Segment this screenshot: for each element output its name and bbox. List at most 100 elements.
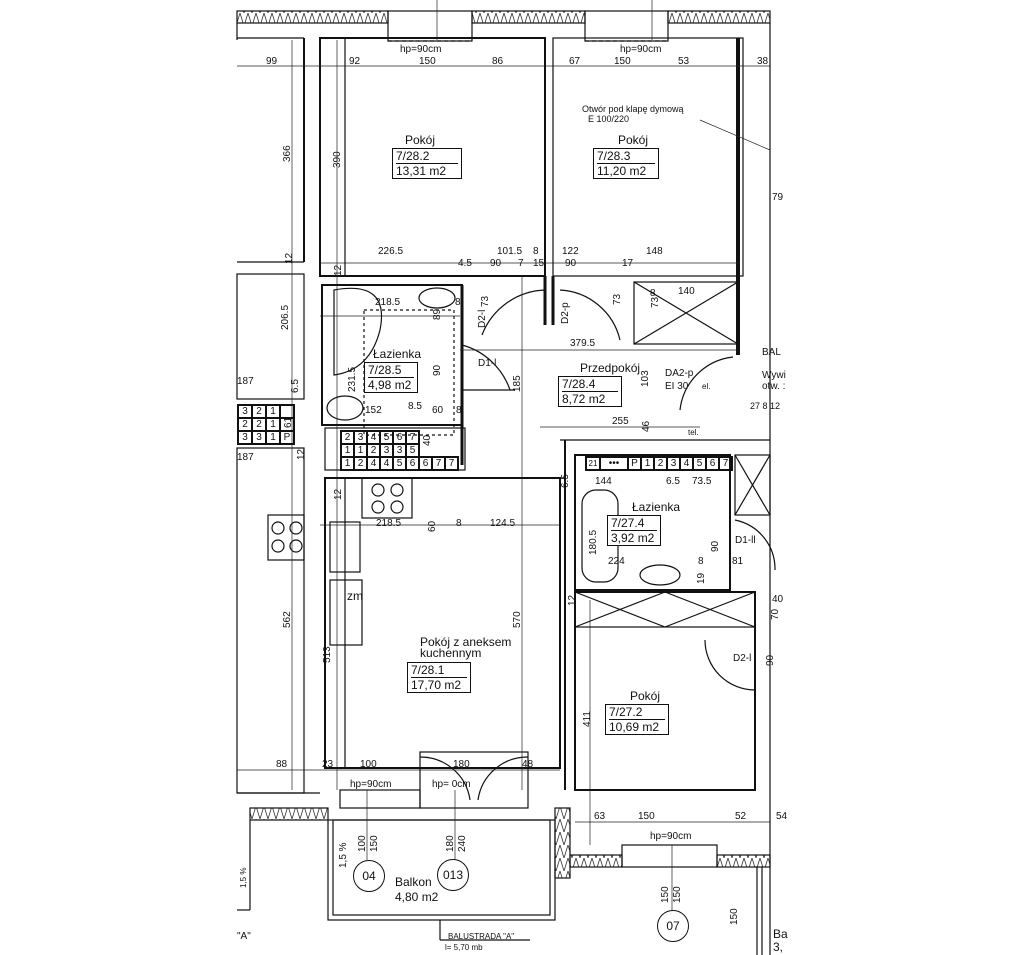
room-name: Łazienka — [632, 500, 681, 514]
dimension: 152 — [365, 405, 382, 416]
dimension: 90 — [565, 258, 577, 269]
door-label: D2-l — [733, 653, 752, 664]
dimension: 90 — [710, 540, 721, 552]
door-label: D2-p — [560, 302, 571, 324]
panel-cell: 6 — [419, 457, 432, 470]
room-name: Pokój — [618, 133, 649, 147]
dimension: 89 — [432, 308, 443, 320]
note: BAL — [762, 347, 781, 358]
dimension: 60 — [432, 405, 444, 416]
room-number: 7/28.1 — [411, 663, 445, 677]
window-bottom — [621, 844, 718, 868]
slope-label: 1,5 % — [338, 842, 349, 868]
dimension: 4.5 — [458, 258, 472, 269]
dimension: 54 — [776, 811, 788, 822]
room-name: Balkon — [395, 875, 432, 889]
dimension: 366 — [282, 145, 293, 162]
panel-cell: 3 — [354, 431, 367, 444]
panel-cell: 5 — [380, 431, 393, 444]
dimension: 60 — [427, 520, 438, 532]
room-area: 3,92 m2 — [611, 530, 657, 545]
room-number: 7/28.4 — [562, 377, 596, 391]
note: Wywi — [762, 370, 786, 381]
dimension: 187 — [237, 376, 254, 387]
dimension: 12 — [567, 594, 578, 606]
panel-cell: 3 — [238, 431, 252, 444]
dimension: 40 — [422, 434, 433, 446]
panel-cell: 6 — [393, 431, 406, 444]
dimension: 150 — [638, 811, 655, 822]
room-area: 11,20 m2 — [597, 163, 655, 178]
dimension: 224 — [608, 556, 625, 567]
dimension: 103 — [640, 370, 651, 387]
note: EI 30 — [665, 381, 689, 392]
window-label: hp=90cm — [350, 779, 392, 790]
dimension: 570 — [512, 611, 523, 628]
dimension: 40 — [772, 594, 784, 605]
dimension: 73 — [612, 293, 623, 305]
dimension: 150 — [614, 56, 631, 67]
dimension: 187 — [237, 452, 254, 463]
panel-cell: 1 — [266, 431, 280, 444]
dimension: 226.5 — [378, 246, 404, 257]
panel-cell: 4 — [367, 457, 380, 470]
note: Otwór pod klapę dymową — [582, 104, 684, 114]
room-name: Pokój — [405, 133, 436, 147]
dimension: 12 — [296, 448, 307, 460]
dimension: 52 — [735, 811, 747, 822]
note: el. — [702, 382, 711, 391]
dimension: 88 — [276, 759, 288, 770]
dimension: 8 — [698, 556, 704, 567]
panel-cell: 2 — [654, 457, 667, 470]
panel-cell: 4 — [367, 431, 380, 444]
door-label: D1-l — [478, 358, 497, 369]
room-name: Łazienka — [373, 347, 422, 361]
panel-cell: 7 — [406, 431, 419, 444]
dimension: 63 — [594, 811, 606, 822]
room-name: Przedpokój — [580, 361, 641, 375]
dimension: 92 — [349, 56, 361, 67]
panel-cell: ••• — [600, 457, 628, 470]
panel-cell: 2 — [341, 431, 354, 444]
note: zm — [347, 589, 363, 603]
window-label: hp= 0cm — [432, 779, 471, 790]
dimension: 231.5 — [347, 366, 358, 392]
panel-cell: 5 — [393, 457, 406, 470]
door-label: D2-l — [477, 309, 488, 328]
section-marker: 04 — [353, 860, 385, 892]
dimension: 48 — [522, 759, 534, 770]
dimension: 150 — [419, 56, 436, 67]
dimension: 180 — [453, 759, 470, 770]
dimension: 101.5 — [497, 246, 523, 257]
note: otw. : — [762, 381, 786, 392]
panel-cell: 6 — [406, 457, 419, 470]
window-top-2 — [584, 10, 669, 42]
panel-cell: 1 — [266, 405, 280, 418]
dimension: 8 — [650, 288, 656, 299]
room-area: 13,31 m2 — [396, 163, 458, 178]
dimension: 562 — [282, 611, 293, 628]
slope-label: 1,5 % — [239, 867, 248, 888]
panel-cell: 6 — [706, 457, 719, 470]
dimension: 218.5 — [375, 297, 401, 308]
panel-cell: 4 — [380, 457, 393, 470]
dimension: 27 8 12 — [750, 401, 781, 411]
panel-cell: 1 — [266, 418, 280, 431]
panel-cell: 1 — [341, 457, 354, 470]
dimension: 81 — [732, 556, 744, 567]
dimension: 6.5 — [666, 476, 680, 487]
dimension: 240 — [457, 835, 468, 852]
panel-cell: 3 — [667, 457, 680, 470]
panel-cell: 2 — [252, 405, 266, 418]
balcony-door — [419, 751, 529, 809]
dimension: 6.5 — [560, 474, 571, 488]
dimension: 379.5 — [570, 338, 596, 349]
room-area: 4,80 m2 — [395, 890, 439, 904]
dimension: 8 — [455, 297, 461, 308]
dimension: 70 — [770, 608, 781, 620]
